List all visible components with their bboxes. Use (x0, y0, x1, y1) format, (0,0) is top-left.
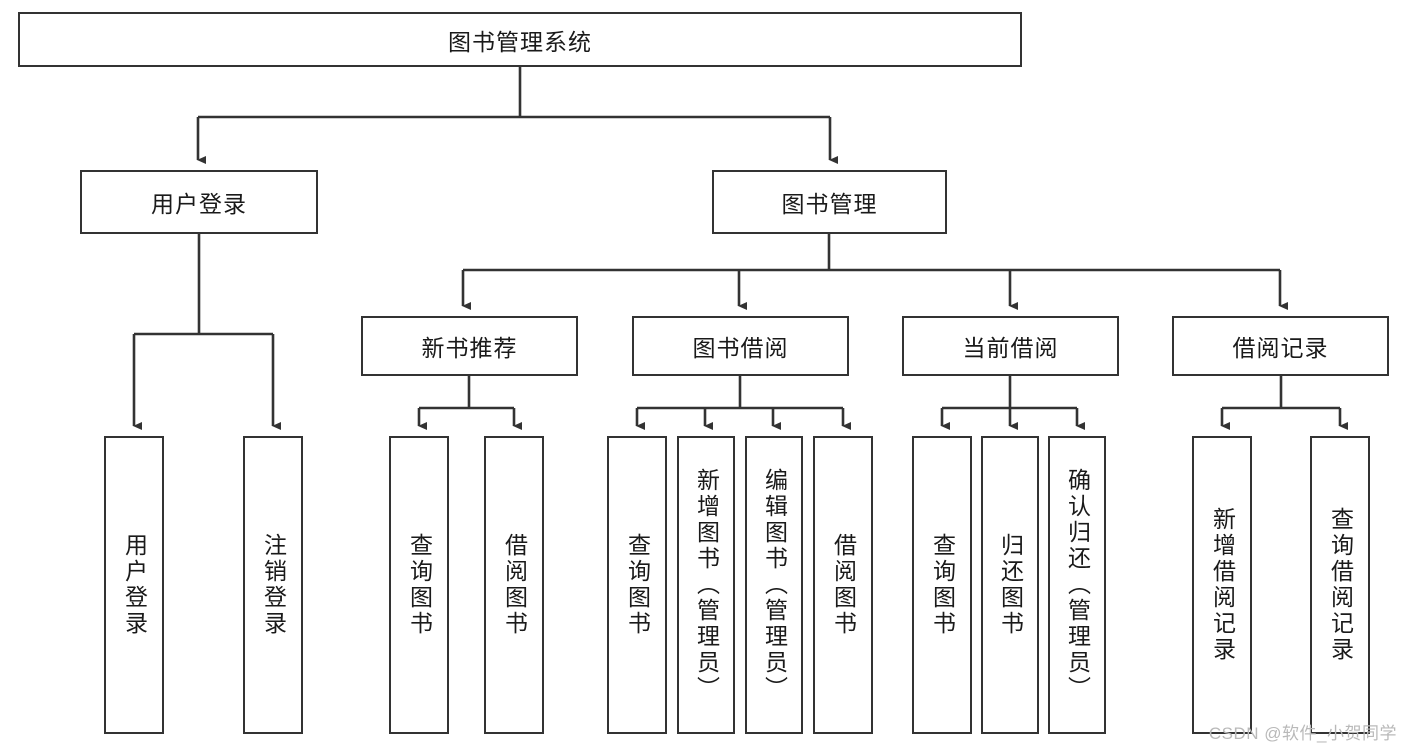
node-label: 图书管理系统 (448, 28, 592, 55)
node-label: 新增图书（管理员） (693, 468, 720, 702)
node-label: 用户登录 (151, 191, 247, 217)
node-current-borrow[interactable]: 当前借阅 (902, 316, 1119, 376)
leaf-current-confirm-return-admin[interactable]: 确认归还（管理员） (1048, 436, 1106, 734)
leaf-record-add-record[interactable]: 新增借阅记录 (1192, 436, 1252, 734)
node-new-book-recommend[interactable]: 新书推荐 (361, 316, 578, 376)
node-label: 图书管理 (781, 191, 878, 217)
node-label: 查询图书 (406, 533, 433, 637)
node-label: 借阅记录 (1232, 335, 1329, 361)
node-label: 查询图书 (929, 533, 956, 637)
node-label: 注销登录 (260, 533, 287, 637)
node-label: 查询图书 (624, 533, 651, 637)
leaf-borrow-edit-book-admin[interactable]: 编辑图书（管理员） (745, 436, 803, 734)
leaf-borrow-add-book-admin[interactable]: 新增图书（管理员） (677, 436, 735, 734)
node-label: 借阅图书 (830, 533, 857, 637)
leaf-borrow-borrow-book[interactable]: 借阅图书 (813, 436, 873, 734)
node-label: 当前借阅 (962, 335, 1059, 361)
leaf-current-query-book[interactable]: 查询图书 (912, 436, 972, 734)
node-label: 借阅图书 (501, 533, 528, 637)
node-label: 图书借阅 (692, 335, 789, 361)
leaf-recommend-borrow-book[interactable]: 借阅图书 (484, 436, 544, 734)
node-label: 新增借阅记录 (1209, 507, 1236, 663)
node-label: 用户登录 (121, 533, 148, 637)
leaf-user-logout[interactable]: 注销登录 (243, 436, 303, 734)
leaf-current-return-book[interactable]: 归还图书 (981, 436, 1039, 734)
node-label: 编辑图书（管理员） (761, 468, 788, 702)
node-label: 新书推荐 (421, 335, 518, 361)
node-book-management[interactable]: 图书管理 (712, 170, 947, 234)
node-label: 归还图书 (997, 533, 1024, 637)
node-book-borrow[interactable]: 图书借阅 (632, 316, 849, 376)
node-label: 确认归还（管理员） (1064, 468, 1091, 702)
leaf-user-login[interactable]: 用户登录 (104, 436, 164, 734)
node-label: 查询借阅记录 (1327, 507, 1354, 663)
node-borrow-record[interactable]: 借阅记录 (1172, 316, 1389, 376)
leaf-borrow-query-book[interactable]: 查询图书 (607, 436, 667, 734)
node-root-system[interactable]: 图书管理系统 (18, 12, 1022, 67)
csdn-watermark: CSDN @软件_小贺同学 (1208, 724, 1397, 743)
node-user-login[interactable]: 用户登录 (80, 170, 318, 234)
leaf-recommend-query-book[interactable]: 查询图书 (389, 436, 449, 734)
leaf-record-query-record[interactable]: 查询借阅记录 (1310, 436, 1370, 734)
